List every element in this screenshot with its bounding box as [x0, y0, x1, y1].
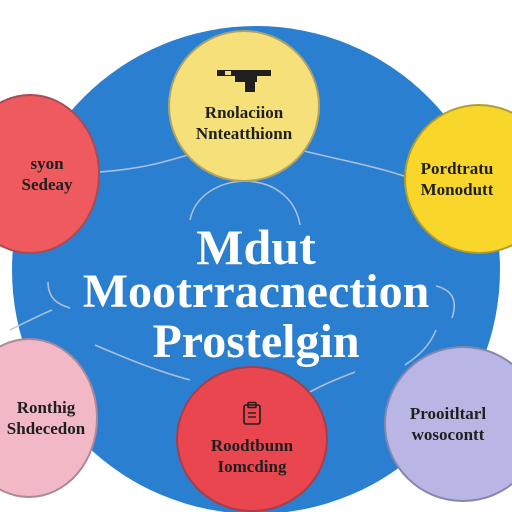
- node-right-line1: Pordtratu: [420, 158, 494, 178]
- connector-right-mid: [435, 285, 456, 319]
- node-top-line1: Rnolaciion: [204, 102, 284, 122]
- node-bottom-left: Ronthig Shdecedon: [0, 338, 98, 498]
- node-bottom: Roodtbunn Iomcding: [176, 366, 328, 512]
- node-left-line1: syon: [30, 153, 64, 173]
- connector-left-mid: [47, 281, 71, 309]
- node-bottom-right-line1: Prooitltarl: [409, 403, 487, 423]
- center-title-line3: Prostelgin: [152, 315, 360, 368]
- connector-bottom-right: [404, 329, 437, 366]
- node-bottom-line2: Iomcding: [217, 457, 287, 476]
- node-right-line2: Monodutt: [420, 180, 494, 199]
- clipboard-icon: [243, 401, 261, 425]
- connector-left-lower: [9, 309, 53, 331]
- node-bottom-line1: Roodtbunn: [210, 435, 294, 455]
- node-bottom-left-line1: Ronthig: [16, 397, 76, 417]
- node-bottom-right-line2: wosocontt: [411, 425, 485, 444]
- node-bottom-right: Prooitltarl wosocontt: [384, 346, 512, 502]
- connector-top-right: [299, 149, 405, 177]
- center-title-line2: Mootrracnection: [82, 265, 430, 318]
- tool-icon: [217, 69, 271, 92]
- connector-bottom-left: [94, 344, 191, 381]
- node-top: Rnolaciion Nnteatthionn: [168, 30, 320, 182]
- node-bottom-left-line2: Shdecedon: [6, 419, 86, 438]
- node-left-line2: Sedeay: [21, 175, 73, 194]
- node-top-line2: Nnteatthionn: [195, 124, 293, 143]
- center-title-line1: Mdut: [196, 219, 316, 275]
